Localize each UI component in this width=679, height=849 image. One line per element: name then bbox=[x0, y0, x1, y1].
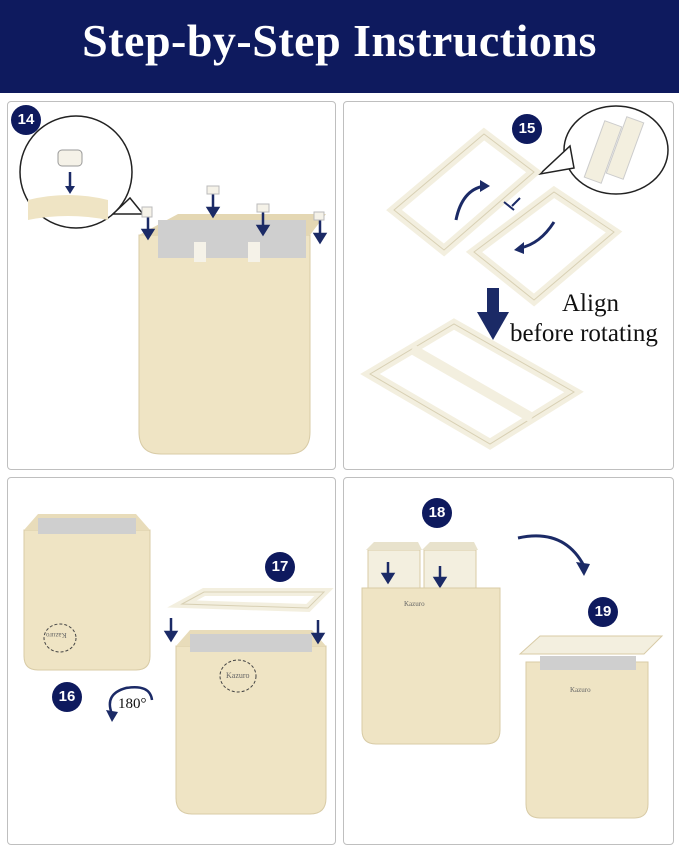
step-badge-19: 19 bbox=[588, 597, 618, 627]
panel-step-14: 14 bbox=[7, 101, 336, 470]
step-14-illustration bbox=[19, 115, 328, 455]
brand-mark-18: Kazuro bbox=[404, 600, 425, 608]
brand-mark-large: Kazuro bbox=[226, 671, 250, 680]
rotate-180-label: 180° bbox=[118, 696, 147, 712]
step-badge-16: 16 bbox=[52, 682, 82, 712]
brand-mark-19: Kazuro bbox=[570, 686, 591, 694]
step-badge-18: 18 bbox=[422, 498, 452, 528]
panel-step-18-19: 18 19 Kazuro Kazuro bbox=[343, 477, 674, 845]
step-badge-14: 14 bbox=[11, 105, 41, 135]
align-caption-line1: Align bbox=[562, 290, 619, 317]
step-16-17-illustration bbox=[23, 514, 334, 815]
panel-step-16-17: 16 17 180° Kazuro Kazuro bbox=[7, 477, 336, 845]
step-badge-15: 15 bbox=[512, 114, 542, 144]
step-badge-17: 17 bbox=[265, 552, 295, 582]
step-15-illustration bbox=[360, 105, 669, 450]
step-18-19-illustration bbox=[361, 534, 664, 819]
brand-mark-small: Kazuro bbox=[46, 631, 67, 639]
page-title: Step-by-Step Instructions bbox=[82, 15, 597, 66]
align-caption-line2: before rotating bbox=[510, 320, 658, 347]
panel-step-15: 15 Align before rotating bbox=[343, 101, 674, 470]
header-banner: Step-by-Step Instructions bbox=[0, 0, 679, 93]
